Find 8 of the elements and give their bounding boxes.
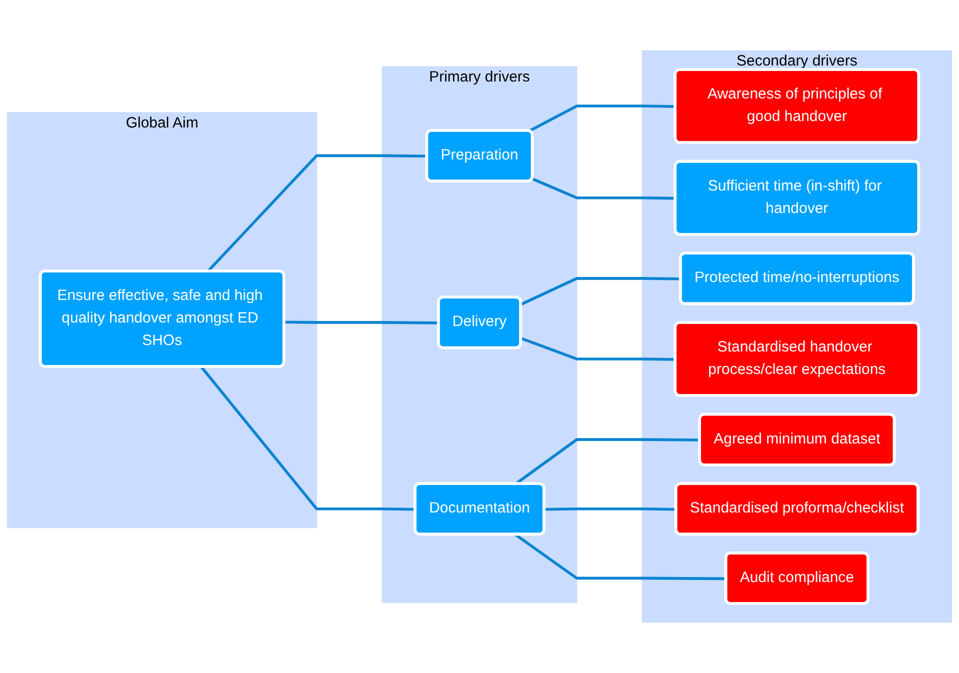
connector xyxy=(520,337,676,361)
connector xyxy=(200,366,416,511)
connector xyxy=(532,178,676,200)
connector xyxy=(544,507,676,511)
connector xyxy=(284,320,439,324)
connector xyxy=(528,104,676,132)
connector xyxy=(514,534,726,580)
connector xyxy=(520,277,681,306)
